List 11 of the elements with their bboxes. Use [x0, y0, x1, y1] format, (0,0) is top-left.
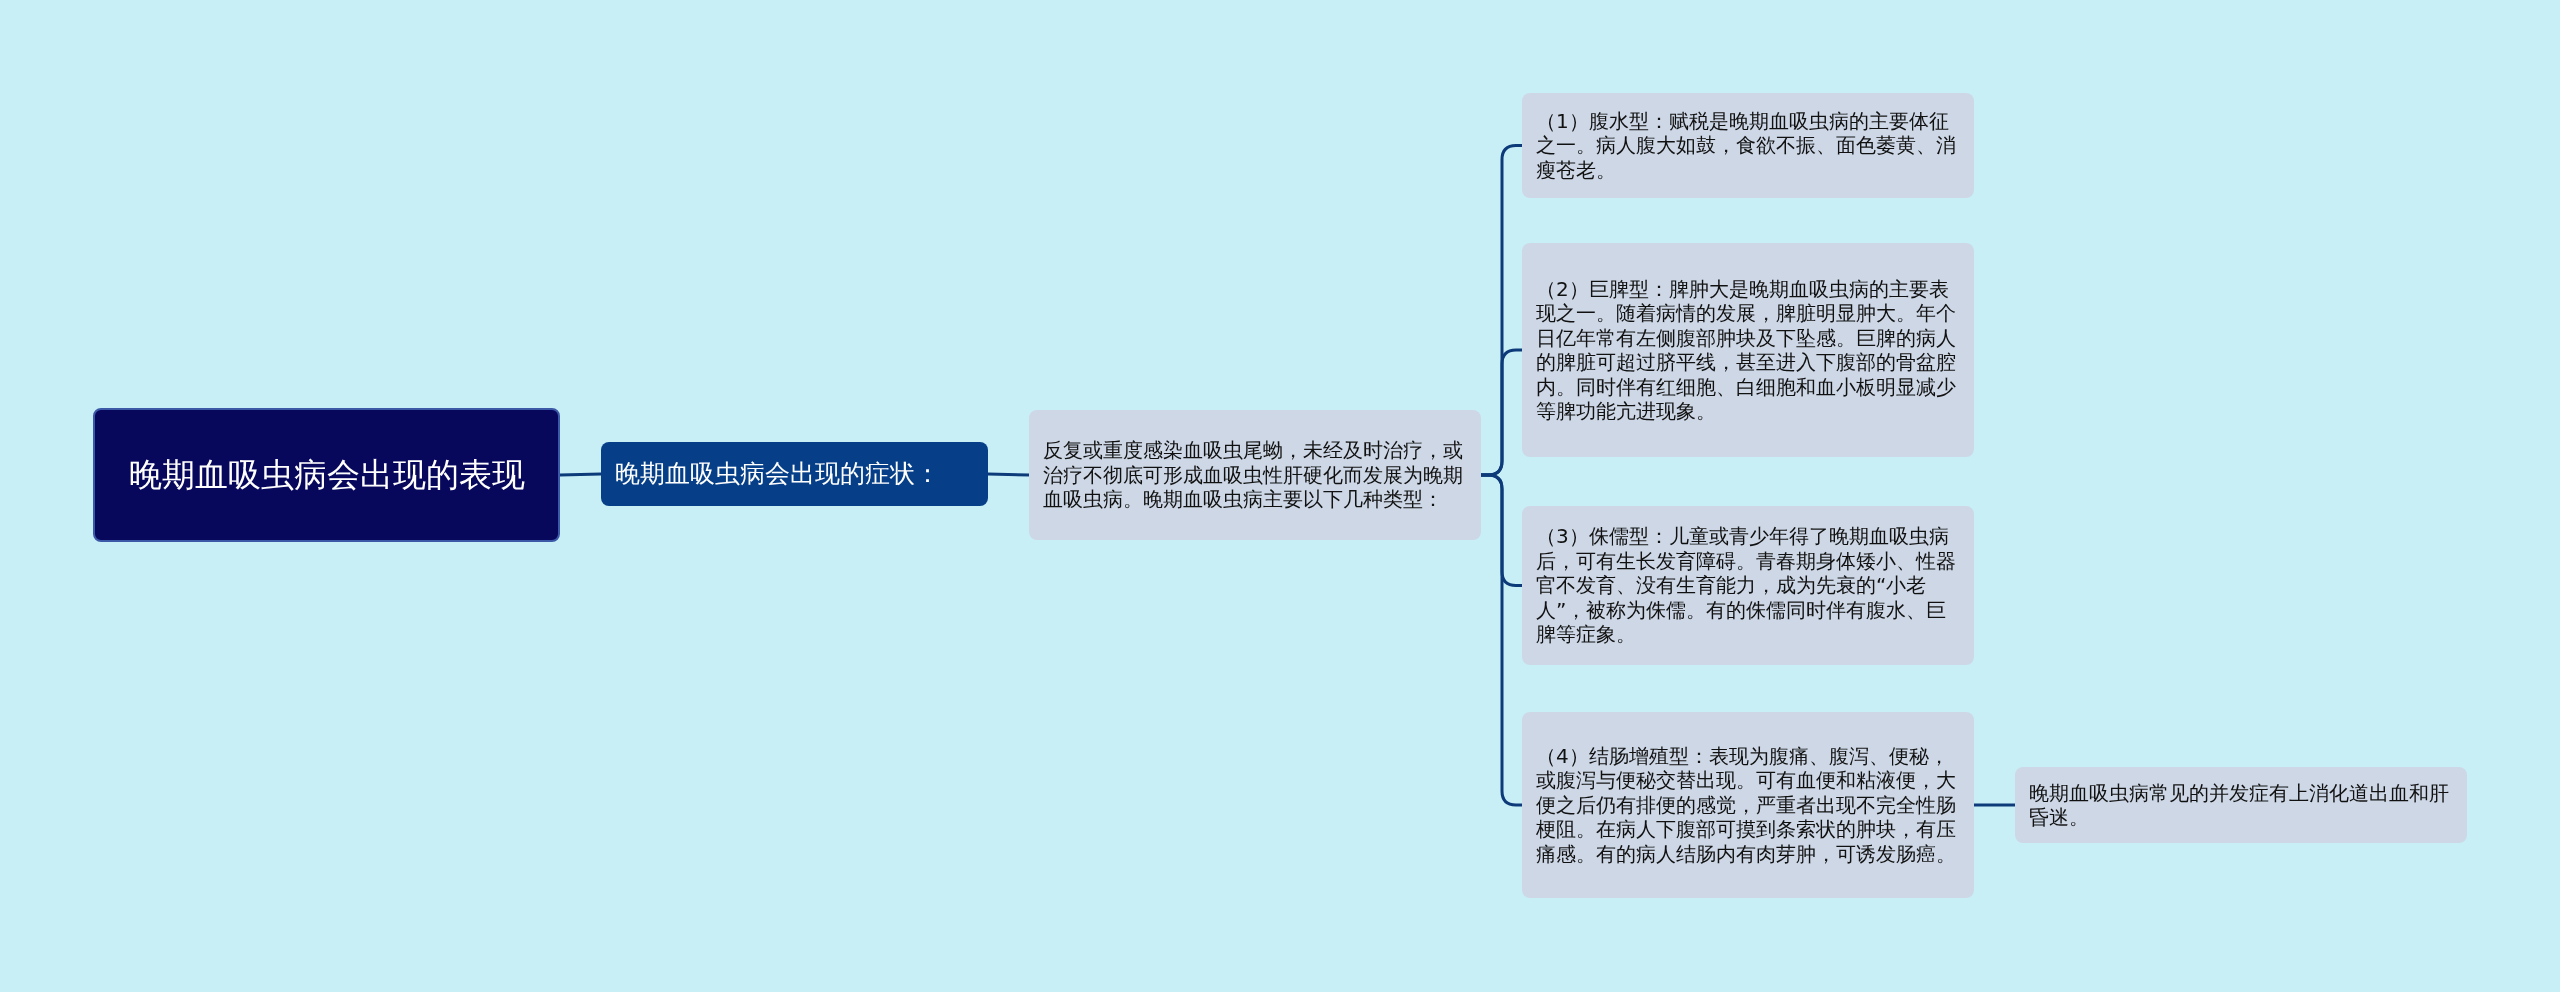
- connector-line: [559, 472, 602, 477]
- connector-line: [987, 472, 1030, 477]
- topic-box: 晚期血吸虫病会出现的症状：: [601, 442, 988, 506]
- text-box: （4）结肠增殖型：表现为腹痛、腹泻、便秘，或腹泻与便秘交替出现。可有血便和粘液便，大便之后仍有排便的感觉，严重者出现不完全性肠梗阻。在病人下腹部可摸到条索状的肿块，有压痛感。有的病人结肠内有肉芽肿，可诱发肠癌。: [1522, 712, 1974, 898]
- text-box: 晚期血吸虫病常见的并发症有上消化道出血和肝昏迷。: [2015, 767, 2467, 843]
- text-box: （2）巨脾型：脾肿大是晚期血吸虫病的主要表现之一。随着病情的发展，脾脏明显肿大。年个日亿年常有左侧腹部肿块及下坠感。巨脾的病人的脾脏可超过脐平线，甚至进入下腹部的骨盆腔内。同时伴有红细胞、白细胞和血小板明显减少等脾功能亢进现象。: [1522, 243, 1974, 457]
- connector-line: [1974, 803, 2015, 807]
- title-box: 晚期血吸虫病会出现的表现: [93, 408, 560, 542]
- text-box: （1）腹水型：赋税是晚期血吸虫病的主要体征之一。病人腹大如鼓，食欲不振、面色萎黄、消瘦苍老。: [1522, 93, 1974, 198]
- text-box: （3）侏儒型：儿童或青少年得了晚期血吸虫病后，可有生长发育障碍。青春期身体矮小、性器官不发育、没有生育能力，成为先衰的“小老人”，被称为侏儒。有的侏儒同时伴有腹水、巨脾等症象。: [1522, 506, 1974, 665]
- text-box: 反复或重度感染血吸虫尾蚴，未经及时治疗，或治疗不彻底可形成血吸虫性肝硬化而发展为晚期血吸虫病。晚期血吸虫病主要以下几种类型：: [1029, 410, 1481, 540]
